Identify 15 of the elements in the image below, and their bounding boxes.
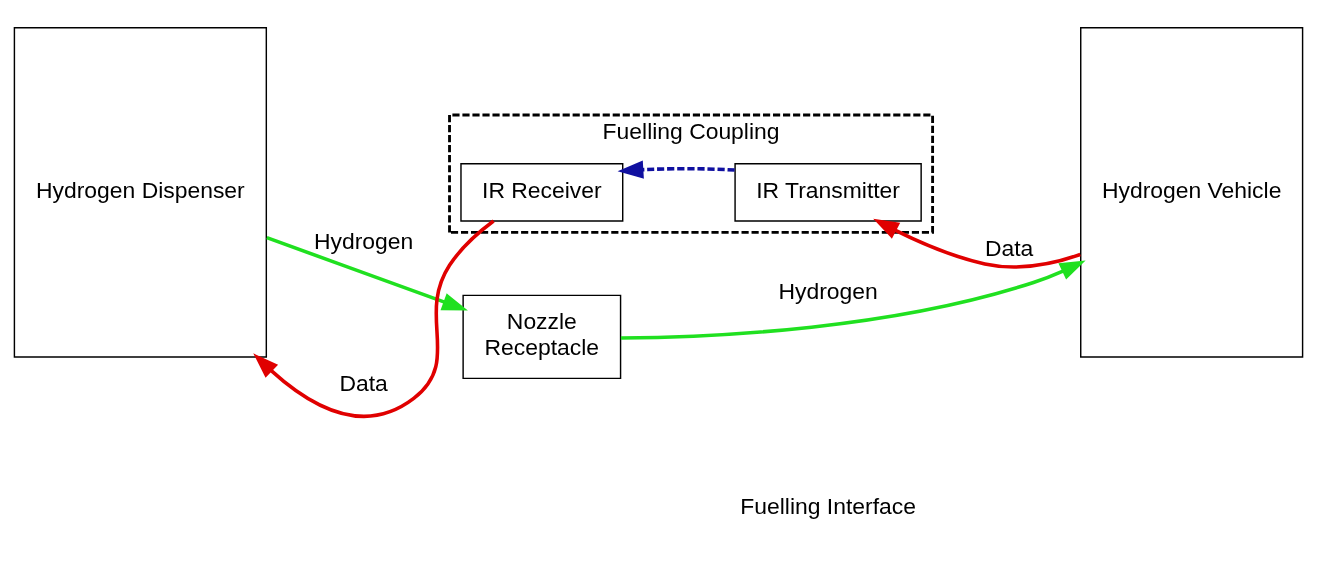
node-box: Hydrogen Vehicle <box>1080 26 1304 358</box>
node-box: Hydrogen Dispenser <box>13 26 268 358</box>
label: Fuelling Interface <box>740 492 916 519</box>
arrow <box>873 218 1081 269</box>
node-box: Nozzle Receptacle <box>462 294 622 379</box>
arrow <box>253 219 495 418</box>
edge-label: Data <box>984 234 1034 261</box>
edge-label: Data <box>339 369 388 396</box>
node-box: IR Receiver <box>460 162 624 222</box>
edge-label: Hydrogen <box>314 227 414 254</box>
edge-label: Hydrogen <box>778 277 878 304</box>
arrow <box>617 160 735 179</box>
node-box: IR Transmitter <box>734 162 922 222</box>
arrow <box>620 259 1086 340</box>
arrow <box>266 235 468 311</box>
